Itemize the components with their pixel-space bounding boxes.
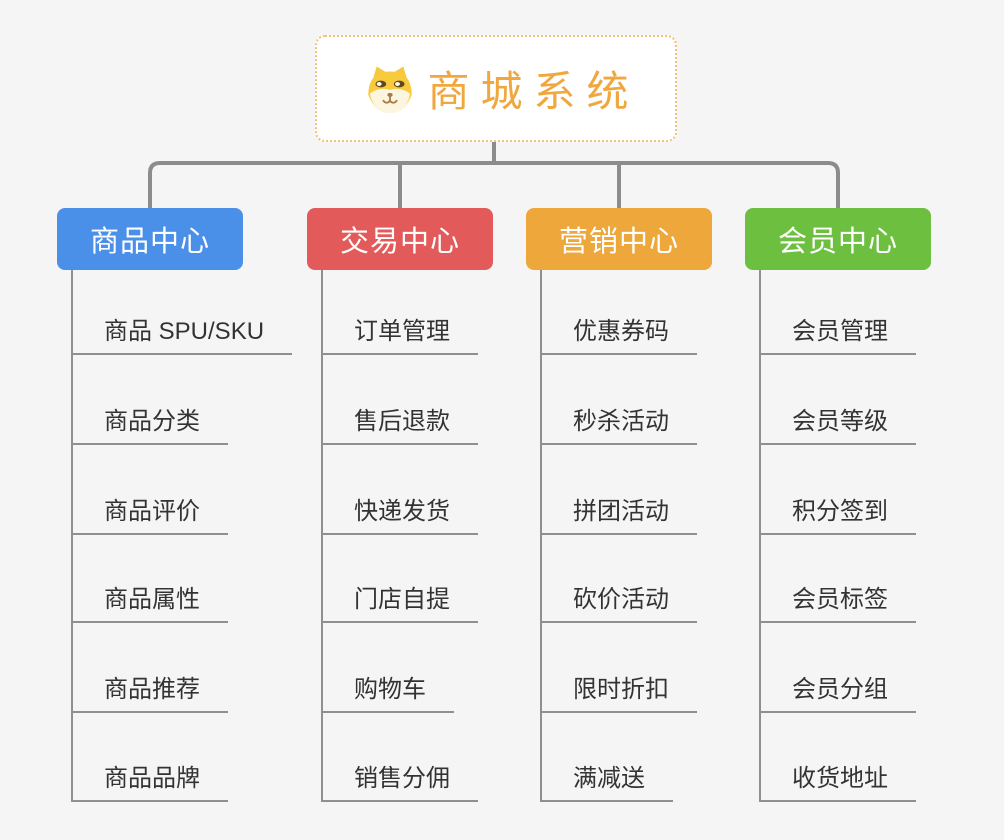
leaf-node-express-delivery[interactable]: 快递发货: [321, 493, 478, 535]
root-node-label: 商城系统: [427, 68, 640, 115]
branch-child-line: [540, 270, 542, 802]
branch-child-line: [71, 270, 73, 802]
root-node-mall-system[interactable]: 商城系统: [315, 35, 677, 142]
leaf-node-limited-time-discount[interactable]: 限时折扣: [540, 671, 697, 713]
leaf-node-order-management[interactable]: 订单管理: [321, 313, 478, 355]
branch-node-trade-center[interactable]: 交易中心: [307, 208, 493, 270]
leaf-node-member-tag[interactable]: 会员标签: [759, 581, 916, 623]
leaf-node-product-review[interactable]: 商品评价: [71, 493, 228, 535]
leaf-node-product-attribute[interactable]: 商品属性: [71, 581, 228, 623]
leaf-node-member-group[interactable]: 会员分组: [759, 671, 916, 713]
leaf-node-flash-sale[interactable]: 秒杀活动: [540, 403, 697, 445]
leaf-node-full-reduction[interactable]: 满减送: [540, 760, 673, 802]
branch-node-label: 会员中心: [777, 226, 898, 258]
leaf-node-product-recommend[interactable]: 商品推荐: [71, 671, 228, 713]
shiba-dog-icon: [368, 66, 413, 113]
leaf-node-member-management[interactable]: 会员管理: [759, 313, 916, 355]
leaf-node-coupon-code[interactable]: 优惠券码: [540, 313, 697, 355]
leaf-node-aftersale-refund[interactable]: 售后退款: [321, 403, 478, 445]
leaf-node-product-brand[interactable]: 商品品牌: [71, 760, 228, 802]
branch-node-label: 营销中心: [558, 226, 679, 258]
leaf-node-store-pickup[interactable]: 门店自提: [321, 581, 478, 623]
leaf-node-bargain-activity[interactable]: 砍价活动: [540, 581, 697, 623]
leaf-node-sales-commission[interactable]: 销售分佣: [321, 760, 478, 802]
branch-node-marketing-center[interactable]: 营销中心: [526, 208, 712, 270]
leaf-node-points-checkin[interactable]: 积分签到: [759, 493, 916, 535]
branch-child-line: [759, 270, 761, 802]
branch-node-product-center[interactable]: 商品中心: [57, 208, 243, 270]
branch-node-label: 交易中心: [339, 226, 460, 258]
branch-node-member-center[interactable]: 会员中心: [745, 208, 931, 270]
leaf-node-group-buy[interactable]: 拼团活动: [540, 493, 697, 535]
leaf-node-product-spu-sku[interactable]: 商品 SPU/SKU: [71, 313, 293, 355]
branch-child-line: [321, 270, 323, 802]
leaf-node-member-level[interactable]: 会员等级: [759, 403, 916, 445]
leaf-node-shipping-address[interactable]: 收货地址: [759, 760, 916, 802]
leaf-node-shopping-cart[interactable]: 购物车: [321, 671, 454, 713]
leaf-node-product-category[interactable]: 商品分类: [71, 403, 228, 445]
branch-node-label: 商品中心: [89, 226, 210, 258]
